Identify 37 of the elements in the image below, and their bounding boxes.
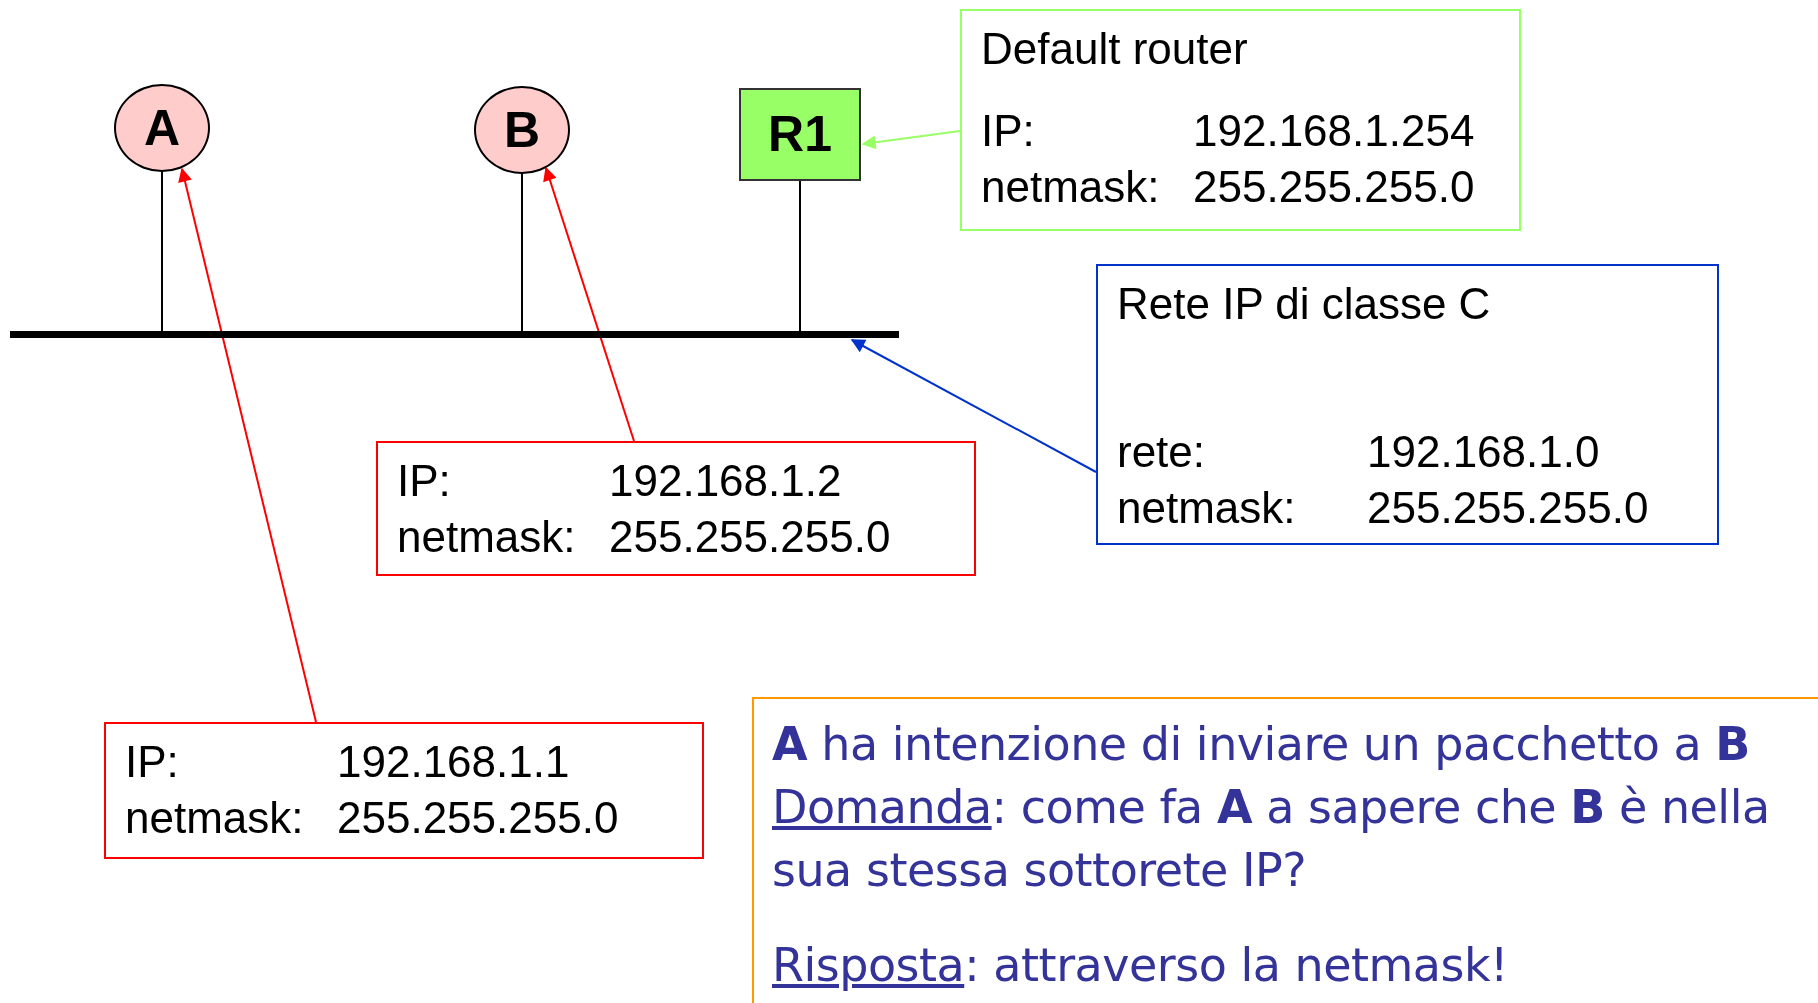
question-box	[752, 697, 1818, 1003]
field-value: 192.168.1.0	[1367, 426, 1600, 478]
field-label: IP:	[981, 105, 1036, 157]
host-info-box	[104, 722, 704, 859]
field-value: 255.255.255.0	[337, 792, 619, 844]
connector-line	[799, 180, 801, 332]
question-text: Risposta: attraverso la netmask!	[772, 937, 1510, 994]
box-heading: Default router	[981, 23, 1249, 75]
field-label: IP:	[125, 736, 180, 788]
box-heading: Rete IP di classe C	[1117, 278, 1492, 330]
field-value: 255.255.255.0	[1193, 161, 1475, 213]
arrow	[861, 130, 961, 150]
question-text: Domanda: come fa A a sapere che B è nella sua stessa sottorete IP?	[772, 779, 1771, 899]
field-value: 255.255.255.0	[609, 511, 891, 563]
host-circle: B	[474, 86, 570, 174]
connector-line	[161, 171, 163, 332]
field-label: netmask:	[981, 161, 1161, 213]
question-text: A ha intenzione di inviare un pacchetto a B	[772, 716, 1751, 773]
field-label: netmask:	[1117, 482, 1297, 534]
field-value: 255.255.255.0	[1367, 482, 1649, 534]
arrow	[178, 167, 317, 723]
arrow	[850, 339, 1097, 473]
arrow	[543, 166, 635, 442]
field-label: netmask:	[125, 792, 305, 844]
host-info-box	[376, 441, 976, 576]
field-label: IP:	[397, 455, 452, 507]
network-bus	[10, 331, 899, 338]
field-label: netmask:	[397, 511, 577, 563]
router-box: R1	[739, 88, 861, 181]
field-value: 192.168.1.1	[337, 736, 570, 788]
field-value: 192.168.1.2	[609, 455, 842, 507]
field-value: 192.168.1.254	[1193, 105, 1475, 157]
router-info-box	[960, 9, 1521, 231]
host-circle: A	[114, 84, 210, 172]
field-label: rete:	[1117, 426, 1207, 478]
network-info-box	[1096, 264, 1719, 545]
connector-line	[521, 173, 523, 332]
